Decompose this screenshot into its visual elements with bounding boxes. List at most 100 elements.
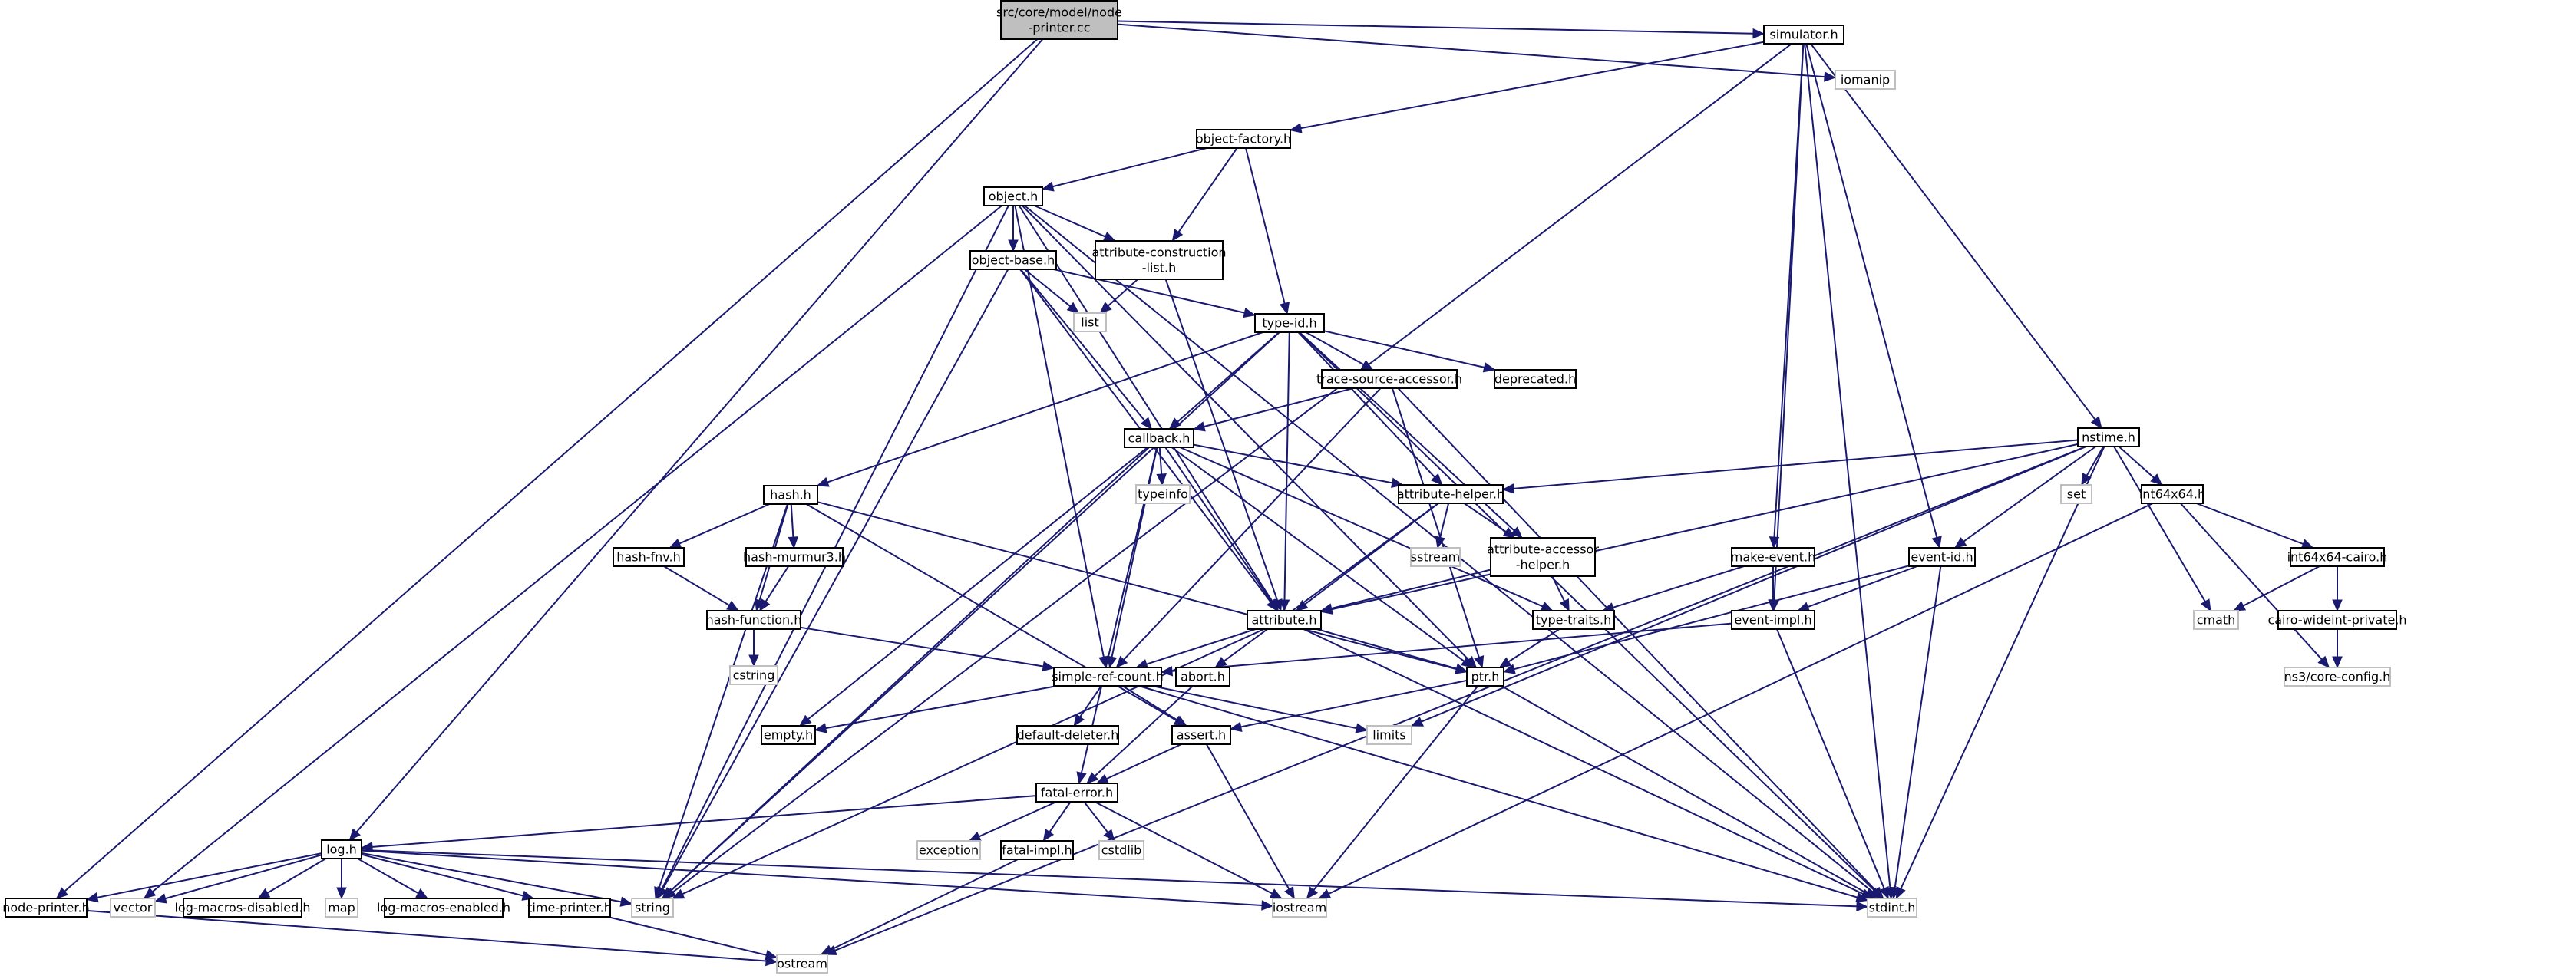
node-label: event-impl.h bbox=[1734, 613, 1811, 628]
node-attrhelper[interactable]: attribute-helper.h bbox=[1397, 484, 1504, 504]
edge-simulator-to-makeevent bbox=[1769, 43, 1805, 549]
edge-int64x64-to-coreconfig bbox=[2180, 503, 2330, 668]
node-hashfunc[interactable]: hash-function.h bbox=[706, 610, 802, 630]
edge-line bbox=[658, 503, 788, 889]
node-i64cairo[interactable]: int64x64-cairo.h bbox=[2287, 547, 2388, 567]
node-box bbox=[110, 898, 156, 918]
edge-callback-to-empty bbox=[799, 447, 1148, 727]
edge-simulator-to-objfactory bbox=[1289, 41, 1765, 134]
edge-callback-to-typeinfo bbox=[1156, 447, 1167, 486]
edge-log-to-iostream bbox=[361, 849, 1274, 911]
arrowhead-icon bbox=[1856, 901, 1869, 912]
edge-makeevent-to-typetraits bbox=[1601, 565, 1745, 613]
edge-line bbox=[1123, 387, 1382, 661]
node-logmen[interactable]: log-macros-enabled.h bbox=[377, 898, 510, 918]
node-box bbox=[1763, 25, 1844, 44]
node-defdel[interactable]: default-deleter.h bbox=[1016, 725, 1119, 745]
node-tsa[interactable]: trace-source-accessor.h bbox=[1316, 369, 1462, 389]
node-objfactory[interactable]: object-factory.h bbox=[1196, 129, 1291, 149]
node-ptr[interactable]: ptr.h bbox=[1466, 667, 1504, 687]
node-cairowide[interactable]: cairo-wideint-private.h bbox=[2267, 610, 2407, 630]
node-nstime[interactable]: nstime.h bbox=[2077, 427, 2140, 447]
edge-hashmur-to-hashfunc bbox=[759, 565, 790, 612]
arrowhead-icon bbox=[143, 887, 157, 899]
node-empty[interactable]: empty.h bbox=[761, 725, 816, 745]
edge-line bbox=[1022, 205, 1470, 661]
edge-callback-to-attrhelper bbox=[1193, 443, 1404, 488]
node-exception: exception bbox=[916, 840, 981, 860]
edge-line bbox=[1323, 330, 1485, 368]
edge-simulator-to-stdint bbox=[1804, 43, 1896, 900]
edge-line bbox=[1776, 628, 1885, 889]
node-typetraits[interactable]: type-traits.h bbox=[1532, 610, 1615, 630]
edge-objfactory-to-attrcons bbox=[1171, 147, 1238, 242]
node-object[interactable]: object.h bbox=[983, 186, 1043, 206]
node-box bbox=[1272, 898, 1327, 918]
node-label: src/core/model/node bbox=[996, 5, 1122, 20]
edge-line bbox=[1805, 43, 1938, 538]
edge-tsa-to-callback bbox=[1192, 387, 1354, 432]
node-box bbox=[384, 898, 504, 918]
node-label: make-event.h bbox=[1731, 550, 1816, 565]
node-hashfnv[interactable]: hash-fnv.h bbox=[613, 547, 685, 567]
node-typeid[interactable]: type-id.h bbox=[1254, 313, 1325, 333]
edge-object-to-vector bbox=[143, 205, 1002, 899]
edge-line bbox=[1297, 331, 1435, 478]
node-fatalimpl[interactable]: fatal-impl.h bbox=[1000, 840, 1074, 860]
arrowhead-icon bbox=[669, 539, 682, 549]
node-label: node-printer.h bbox=[2, 901, 89, 915]
edge-attrhelper-to-abort bbox=[1214, 503, 1439, 668]
edge-line bbox=[1224, 503, 1439, 662]
edge-simulator-to-string bbox=[663, 43, 1792, 899]
arrowhead-icon bbox=[1095, 773, 1109, 784]
edge-objbase-to-callback bbox=[1020, 269, 1153, 430]
node-callback[interactable]: callback.h bbox=[1124, 428, 1194, 448]
node-box bbox=[1731, 547, 1815, 567]
node-int64x64[interactable]: int64x64.h bbox=[2139, 484, 2205, 504]
edge-line bbox=[1328, 503, 2154, 895]
node-hash[interactable]: hash.h bbox=[763, 485, 818, 505]
edge-log-to-map bbox=[336, 859, 347, 900]
node-attracc[interactable]: attribute-accessor-helper.h bbox=[1487, 537, 1599, 577]
node-fatalerror[interactable]: fatal-error.h bbox=[1035, 783, 1118, 803]
edge-line bbox=[1052, 147, 1207, 188]
node-attrcons[interactable]: attribute-construction-list.h bbox=[1091, 240, 1227, 280]
edge-line bbox=[1313, 685, 1479, 891]
node-abort[interactable]: abort.h bbox=[1175, 667, 1230, 687]
node-label: typeinfo bbox=[1138, 487, 1188, 502]
edge-ptr-to-iostream bbox=[1306, 685, 1479, 899]
edge-line bbox=[1094, 801, 1273, 895]
node-attribute[interactable]: attribute.h bbox=[1247, 610, 1322, 630]
node-hashmur[interactable]: hash-murmur3.h bbox=[743, 547, 846, 567]
node-box bbox=[1098, 840, 1144, 860]
edge-nstime-to-int64x64 bbox=[2118, 446, 2163, 486]
arrowhead-icon bbox=[1099, 302, 1112, 314]
edge-line bbox=[834, 446, 2086, 951]
edge-line bbox=[2196, 503, 2304, 545]
arrowhead-icon bbox=[1107, 655, 1118, 669]
edge-line bbox=[2113, 446, 2206, 602]
node-assert[interactable]: assert.h bbox=[1171, 725, 1231, 745]
edge-i64cairo-to-cmath bbox=[2232, 565, 2320, 611]
edge-line bbox=[165, 854, 322, 900]
node-objbase[interactable]: object-base.h bbox=[969, 250, 1057, 270]
arrowhead-icon bbox=[759, 598, 771, 612]
edge-line bbox=[830, 859, 1019, 951]
node-logmdis[interactable]: log-macros-disabled.h bbox=[174, 898, 311, 918]
node-simulator[interactable]: simulator.h bbox=[1763, 25, 1844, 44]
edge-line bbox=[1551, 575, 1565, 602]
node-root[interactable]: src/core/model/node-printer.cc bbox=[996, 0, 1122, 40]
node-log[interactable]: log.h bbox=[321, 839, 362, 859]
edge-timeprinter-to-ostream bbox=[607, 916, 778, 961]
node-label: time-printer.h bbox=[527, 901, 612, 915]
edge-attrhelper-to-attracc bbox=[1464, 503, 1516, 539]
node-label: nstime.h bbox=[2082, 430, 2135, 445]
node-makeevent[interactable]: make-event.h bbox=[1731, 547, 1816, 567]
node-srcount[interactable]: simple-ref-count.h bbox=[1052, 667, 1164, 687]
arrowhead-icon bbox=[1171, 229, 1184, 242]
node-timeprinter[interactable]: time-printer.h bbox=[527, 898, 612, 918]
node-nodeprinter[interactable]: node-printer.h bbox=[2, 898, 90, 918]
node-deprecated[interactable]: deprecated.h bbox=[1494, 369, 1577, 389]
node-eventid[interactable]: event-id.h bbox=[1908, 547, 1976, 567]
node-eventimpl[interactable]: event-impl.h bbox=[1731, 610, 1815, 630]
